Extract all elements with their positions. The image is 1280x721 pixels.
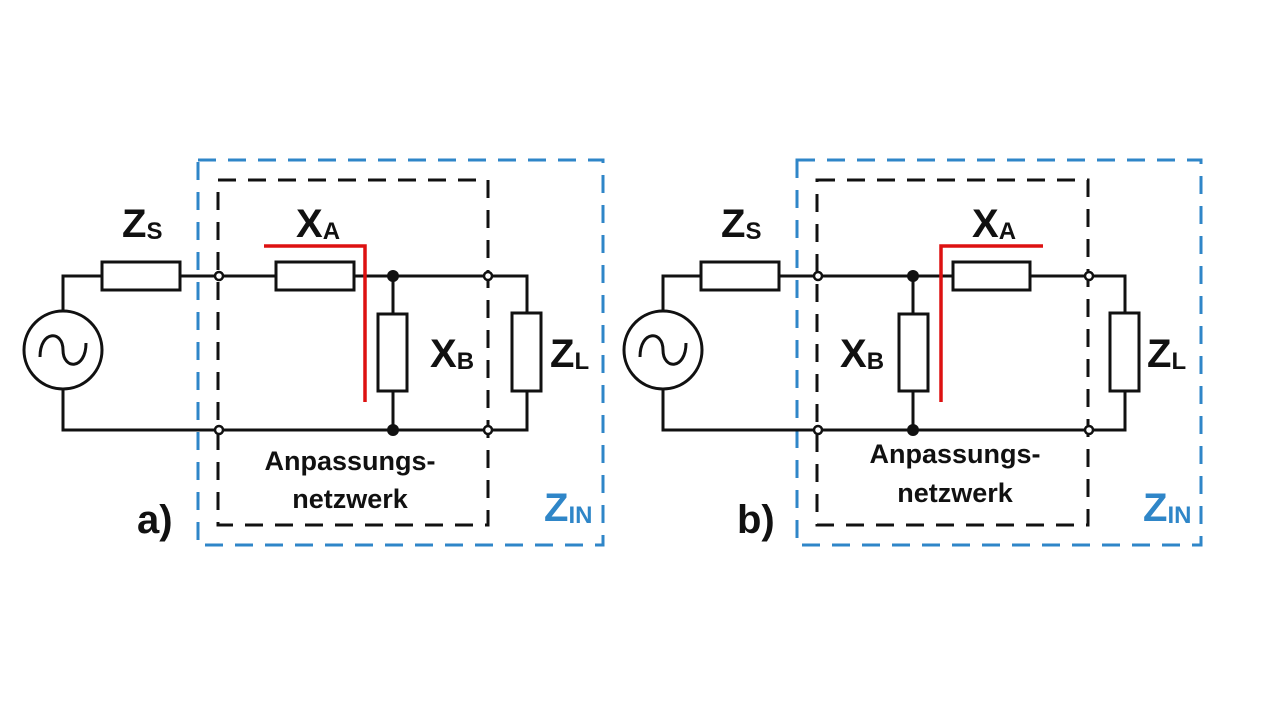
- ac-voltage-source-icon: [622, 309, 704, 391]
- series-element-xa: [951, 260, 1032, 292]
- terminal: [482, 424, 494, 436]
- shunt-element-label: XB: [840, 332, 884, 376]
- network-label-line1: Anpassungs-: [264, 446, 435, 476]
- junction-dot: [907, 424, 919, 436]
- junction-dot: [387, 424, 399, 436]
- input-impedance-label: ZIN: [544, 486, 592, 530]
- xa-highlight-marker: [264, 244, 367, 402]
- terminal: [1083, 270, 1095, 282]
- diagram-a: ZS XA XB ZL ZIN Anpassungs- netzwerk a): [22, 158, 605, 547]
- load-impedance-label: ZL: [1147, 332, 1186, 376]
- shunt-element-xb: [897, 312, 930, 393]
- terminal: [1083, 424, 1095, 436]
- series-element-label: XA: [972, 202, 1016, 246]
- wire-source-bottom: [61, 389, 529, 432]
- xa-highlight-marker: [939, 244, 1043, 402]
- network-label-line1: Anpassungs-: [869, 439, 1040, 469]
- terminal: [482, 270, 494, 282]
- load-impedance-resistor: [1108, 311, 1141, 393]
- wire-source-top: [61, 274, 102, 312]
- input-impedance-boundary: [795, 158, 1203, 547]
- input-impedance-boundary: [196, 158, 605, 547]
- wire-xa-to-load: [1030, 274, 1127, 313]
- source-impedance-resistor: [100, 260, 182, 292]
- matching-network-boundary: [216, 178, 490, 527]
- diagram-caption: a): [137, 498, 173, 542]
- terminal: [812, 424, 824, 436]
- junction-dot: [907, 270, 919, 282]
- wire-xa-to-load: [354, 274, 529, 313]
- shunt-element-label: XB: [430, 332, 474, 376]
- source-impedance-resistor: [699, 260, 781, 292]
- load-impedance-label: ZL: [550, 332, 589, 376]
- network-label-line2: netzwerk: [897, 478, 1014, 508]
- series-element-label: XA: [296, 202, 340, 246]
- diagram-caption: b): [737, 498, 775, 542]
- terminal: [213, 270, 225, 282]
- matching-network-boundary: [815, 178, 1090, 527]
- shunt-element-xb: [376, 312, 409, 393]
- wire-source-bottom: [661, 389, 1127, 432]
- input-impedance-label: ZIN: [1143, 486, 1191, 530]
- diagram-b: ZS XA XB ZL ZIN Anpassungs- netzwerk b): [622, 158, 1203, 547]
- network-label-line2: netzwerk: [292, 484, 409, 514]
- ac-voltage-source-icon: [22, 309, 104, 391]
- source-impedance-label: ZS: [122, 202, 162, 246]
- junction-dot: [387, 270, 399, 282]
- series-element-xa: [274, 260, 356, 292]
- terminal: [812, 270, 824, 282]
- terminal: [213, 424, 225, 436]
- wire-source-top: [661, 274, 701, 312]
- load-impedance-resistor: [510, 311, 543, 393]
- source-impedance-label: ZS: [721, 202, 761, 246]
